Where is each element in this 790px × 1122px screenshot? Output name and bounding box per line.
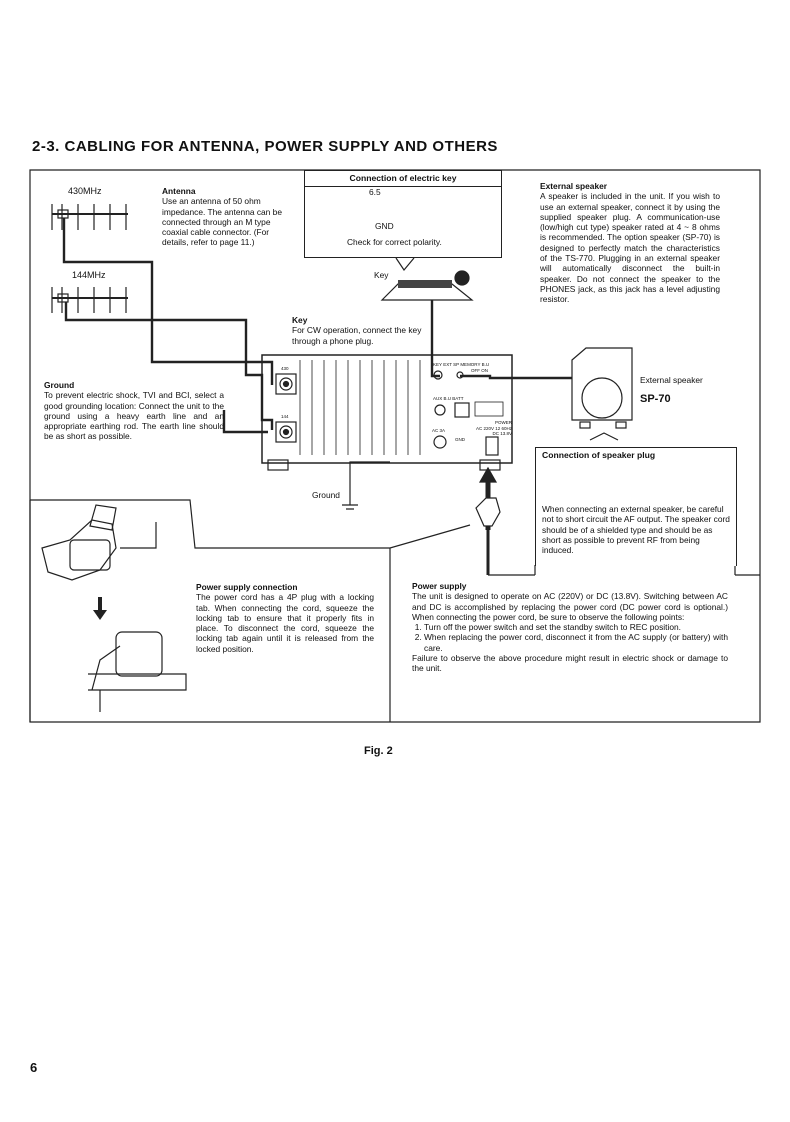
speaker-cable xyxy=(460,374,572,380)
speaker-plug-heading: Connection of speaker plug xyxy=(542,450,656,460)
power-connector-hand-icon xyxy=(41,504,157,581)
panel-gnd: GND xyxy=(455,437,465,442)
power-supply-note: Power supply The unit is designed to ope… xyxy=(412,581,728,674)
panel-port-430: 430 xyxy=(281,366,289,371)
speaker-model: SP-70 xyxy=(640,393,671,405)
ground-label: Ground xyxy=(312,490,340,500)
speaker-plug-body: When connecting an external speaker, be … xyxy=(542,504,730,556)
key-label: Key xyxy=(374,270,389,280)
key-heading: Key xyxy=(292,315,308,325)
power-connection-note: Power supply connection The power cord h… xyxy=(196,582,374,654)
power-supply-heading: Power supply xyxy=(412,581,467,591)
power-supply-intro: The unit is designed to operate on AC (2… xyxy=(412,591,728,622)
band-label-430: 430MHz xyxy=(68,186,102,196)
ground-heading: Ground xyxy=(44,380,75,390)
power-supply-warning: Failure to observe the above procedure m… xyxy=(412,653,728,674)
ground-body: To prevent electric shock, TVI and BCI, … xyxy=(44,390,224,442)
power-connection-heading: Power supply connection xyxy=(196,582,298,592)
power-connector-locked-icon xyxy=(88,631,187,712)
figure-label: Fig. 2 xyxy=(364,745,393,757)
external-speaker-icon xyxy=(571,347,633,429)
panel-labels: KEY EXT SP MEMORY B.U OFF ON xyxy=(433,362,489,373)
power-supply-point-2: When replacing the power cord, disconnec… xyxy=(424,632,728,653)
polarity-note: Check for correct polarity. xyxy=(347,237,442,247)
page-number: 6 xyxy=(30,1060,38,1075)
section-title: 2-3. CABLING FOR ANTENNA, POWER SUPPLY A… xyxy=(32,138,498,155)
antenna-heading: Antenna xyxy=(162,186,196,196)
cable-430 xyxy=(62,218,274,385)
speaker-plug-box: Connection of speaker plug When connecti… xyxy=(535,447,737,566)
transceiver-rear-panel xyxy=(261,354,513,471)
panel-off-on: OFF ON xyxy=(471,367,488,373)
power-supply-point-1: Turn off the power switch and set the st… xyxy=(424,622,728,632)
key-cable xyxy=(430,295,440,378)
key-note: Key For CW operation, connect the key th… xyxy=(292,315,426,346)
ground-symbol xyxy=(342,490,358,510)
ground-text-leader xyxy=(222,410,268,434)
key-icon xyxy=(380,270,474,301)
cable-144 xyxy=(64,302,274,430)
antenna-144-icon xyxy=(51,287,128,313)
plug-gnd-label: GND xyxy=(375,221,394,231)
electric-key-box: Connection of electric key 6.5 GND Check… xyxy=(304,170,502,258)
panel-key: KEY xyxy=(433,362,442,367)
panel-ac-rating: AC 220V 12 60Hz xyxy=(475,425,512,431)
power-connection-body: The power cord has a 4P plug with a lock… xyxy=(196,592,374,654)
speaker-label: External speaker xyxy=(640,375,703,385)
panel-aux: AUX xyxy=(433,396,443,401)
panel-port-144: 144 xyxy=(281,414,289,419)
panel-aux-row: AUX B.U BATT xyxy=(433,396,463,401)
band-label-144: 144MHz xyxy=(72,270,106,280)
external-speaker-note: External speaker A speaker is included i… xyxy=(540,181,720,305)
power-plug-icon xyxy=(475,497,501,575)
ground-note: Ground To prevent electric shock, TVI an… xyxy=(44,380,224,442)
antenna-body: Use an antenna of 50 ohm impedance. The … xyxy=(162,196,282,248)
panel-dc-rating: DC 13.8V xyxy=(492,431,512,436)
electric-key-heading: Connection of electric key xyxy=(305,171,501,187)
panel-memory: MEMORY B.U xyxy=(460,362,490,367)
panel-power: POWER xyxy=(494,420,512,425)
plug-dimension: 6.5 xyxy=(369,187,381,197)
external-speaker-heading: External speaker xyxy=(540,181,608,191)
antenna-note: Antenna Use an antenna of 50 ohm impedan… xyxy=(162,186,296,248)
external-speaker-body: A speaker is included in the unit. If yo… xyxy=(540,191,720,305)
lower-divider-left xyxy=(30,499,471,549)
panel-ext-sp: EXT SP xyxy=(443,362,460,367)
panel-ac: AC 3A xyxy=(432,428,446,433)
panel-bu-batt: B.U BATT xyxy=(443,396,464,401)
key-body: For CW operation, connect the key throug… xyxy=(292,325,422,346)
panel-power-labels: POWER AC 220V 12 60Hz DC 13.8V xyxy=(430,420,512,437)
